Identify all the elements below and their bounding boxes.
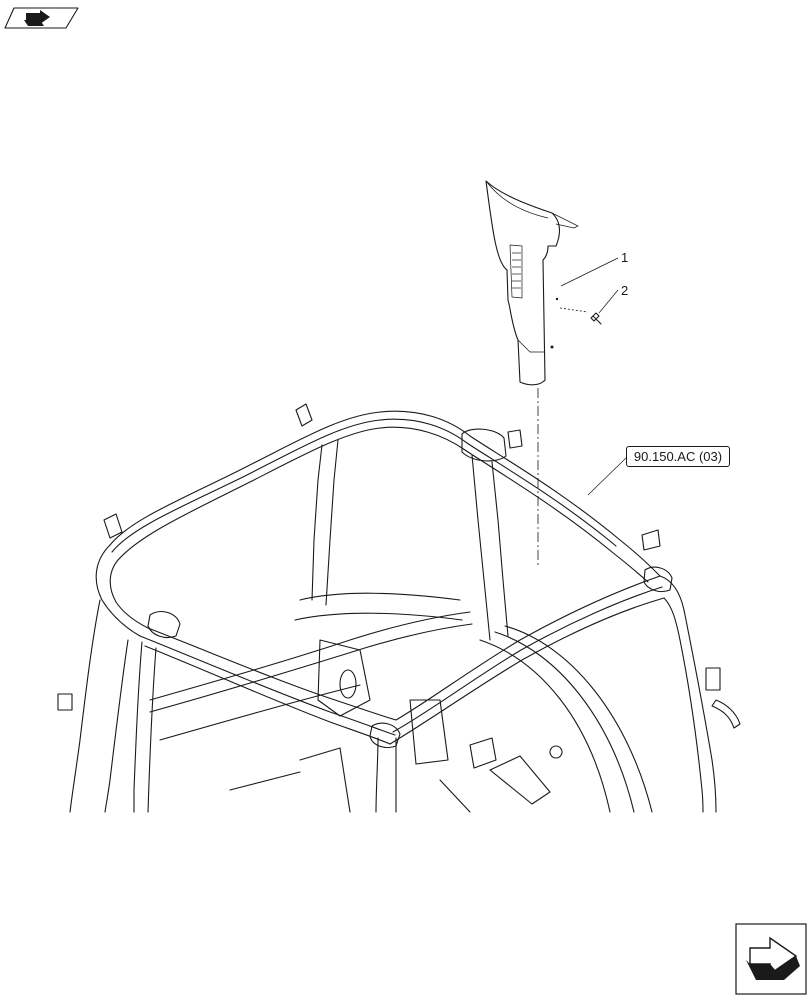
reference-label-90-150-ac-03[interactable]: 90.150.AC (03) xyxy=(626,446,730,467)
pillar-trim-panel xyxy=(485,180,579,386)
callout-2: 2 xyxy=(621,283,628,298)
screw-alignment-line xyxy=(559,307,589,313)
book-pointer-icon[interactable] xyxy=(4,7,79,29)
callout-1: 1 xyxy=(621,250,628,265)
leader-line-1 xyxy=(560,257,619,287)
screw xyxy=(590,312,602,325)
cab-frame xyxy=(57,403,741,813)
next-page-arrow-icon[interactable] xyxy=(735,923,807,995)
reference-leader xyxy=(587,457,627,496)
leader-line-2 xyxy=(598,289,619,314)
